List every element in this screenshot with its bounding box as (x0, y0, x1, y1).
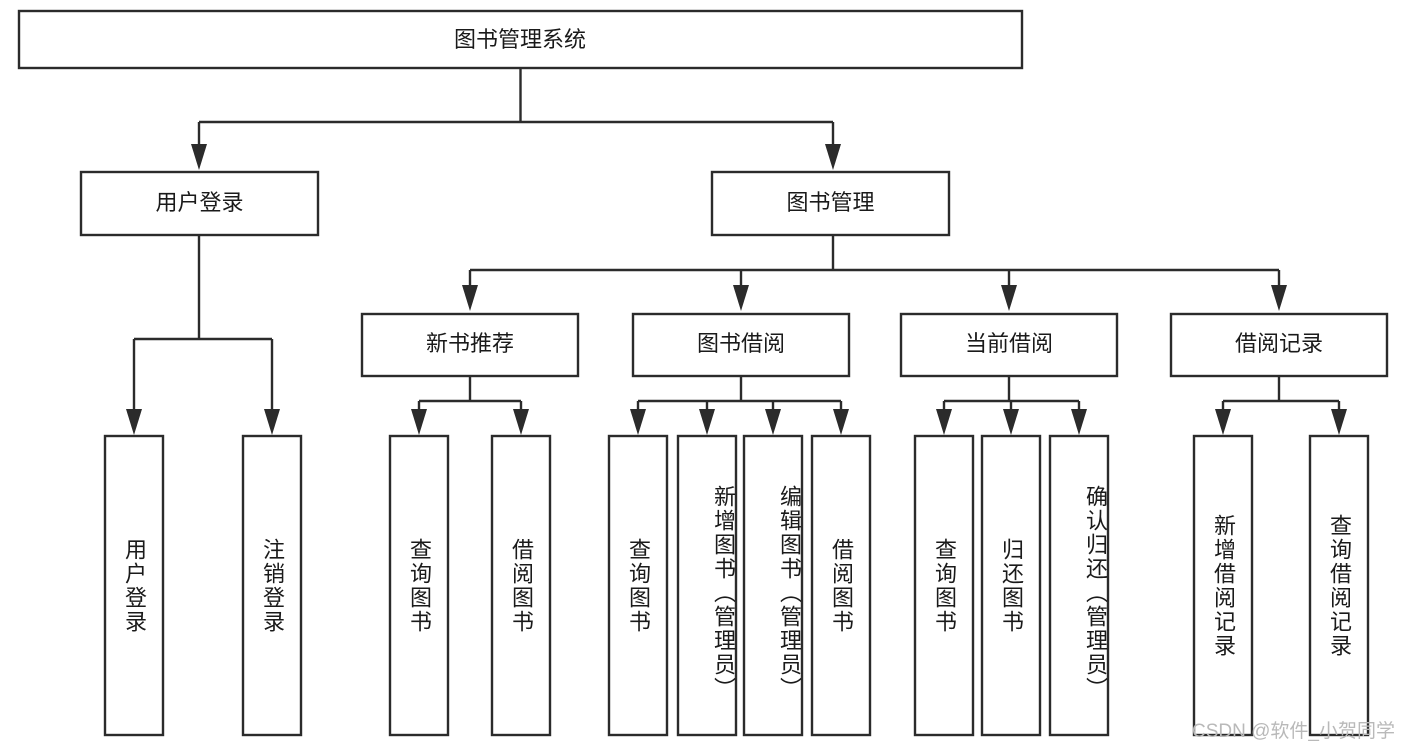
node-root[interactable]: 图书管理系统 (17, 9, 1024, 70)
leaf-node[interactable] (913, 434, 975, 737)
edge-borrow-record-children (1215, 376, 1347, 435)
node-user-login[interactable]: 用户登录 (79, 170, 320, 237)
node-borrow-record-label: 借阅记录 (1235, 331, 1323, 356)
edge-new-book-children (411, 376, 529, 435)
leaf-node[interactable] (742, 434, 804, 737)
leaf-node[interactable] (676, 434, 738, 737)
node-book-manage-label: 图书管理 (786, 190, 874, 215)
leaf-node[interactable] (1048, 434, 1110, 737)
node-book-manage[interactable]: 图书管理 (710, 170, 951, 237)
node-book-borrow[interactable]: 图书借阅 (631, 312, 851, 378)
edge-book-borrow-children (630, 376, 849, 435)
leaf-node[interactable] (490, 434, 552, 737)
leaf-node[interactable] (388, 434, 450, 737)
leaf-node[interactable] (103, 434, 165, 737)
leaf-node[interactable] (1308, 434, 1370, 737)
node-root-label: 图书管理系统 (454, 27, 586, 52)
node-book-borrow-label: 图书借阅 (697, 331, 785, 356)
watermark-text: CSDN @软件_小贺同学 (1192, 721, 1395, 742)
leaf-node[interactable] (980, 434, 1042, 737)
leaf-node[interactable] (1192, 434, 1254, 737)
edge-user-login-children (126, 235, 280, 435)
node-current-borrow-label: 当前借阅 (965, 331, 1053, 356)
node-new-book-recommend[interactable]: 新书推荐 (360, 312, 580, 378)
leaf-node[interactable] (241, 434, 303, 737)
node-borrow-record[interactable]: 借阅记录 (1169, 312, 1389, 378)
leaf-node[interactable] (607, 434, 669, 737)
edge-book-manage-children (462, 235, 1287, 311)
edge-current-borrow-children (936, 376, 1087, 435)
node-current-borrow[interactable]: 当前借阅 (899, 312, 1119, 378)
node-new-book-recommend-label: 新书推荐 (426, 331, 514, 356)
edge-root-stem (191, 68, 841, 170)
node-user-login-label: 用户登录 (155, 190, 243, 215)
leaf-node[interactable] (810, 434, 872, 737)
